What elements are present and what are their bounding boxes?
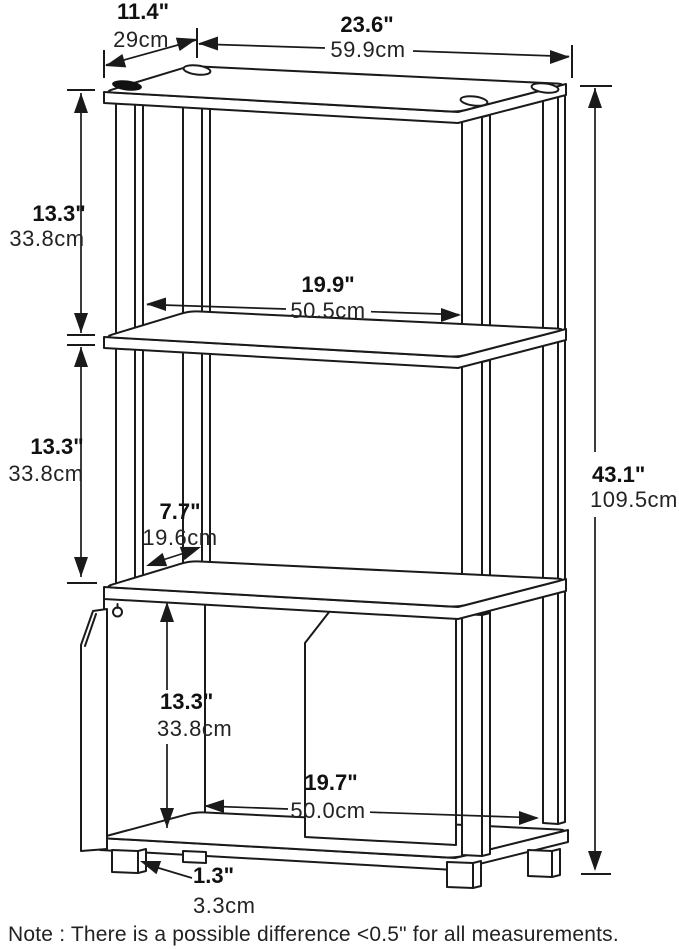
shelf-face xyxy=(107,310,563,358)
foot-front-right-side xyxy=(472,860,482,889)
arrowhead-icon xyxy=(74,347,88,367)
leader-line xyxy=(151,865,193,879)
arrowhead-icon xyxy=(550,50,570,64)
dimension-inner-width: 19.9" 50.5cm xyxy=(146,272,461,323)
dim-label-inches: 19.9" xyxy=(301,272,354,297)
post-back-right xyxy=(542,585,559,825)
dim-label-inches: 43.1" xyxy=(592,462,645,487)
arrowhead-icon xyxy=(588,88,602,108)
dimension-cabinet-width: 19.7" 50.0cm xyxy=(203,770,539,825)
dim-label-inches: 19.7" xyxy=(304,770,357,795)
dim-line xyxy=(198,43,326,49)
arrowhead-icon xyxy=(198,36,218,51)
foot-front-right xyxy=(446,861,474,889)
arrowhead-icon xyxy=(179,546,201,561)
shelf-face xyxy=(107,560,563,608)
dim-label-inches: 1.3" xyxy=(193,863,234,888)
dim-label-cm: 33.8cm xyxy=(8,461,83,486)
dimension-cabinet-height: 13.3" 33.8cm xyxy=(157,602,232,828)
dim-label-cm: 50.0cm xyxy=(290,798,365,823)
foot-back-left xyxy=(182,850,207,864)
feet xyxy=(111,848,561,889)
tier3-posts xyxy=(461,584,566,857)
dim-label-cm: 29cm xyxy=(113,27,169,52)
dimension-top-width: 23.6" 59.9cm xyxy=(198,12,573,78)
post-back-left xyxy=(182,89,203,321)
post-front-left-side xyxy=(134,339,144,596)
dimension-tier1-height: 13.3" 33.8cm xyxy=(9,89,95,336)
dimension-foot-height: 1.3" 3.3cm xyxy=(140,861,255,918)
post-back-right xyxy=(542,91,559,337)
foot-front-left xyxy=(111,849,139,874)
dim-label-cm: 33.8cm xyxy=(9,226,84,251)
arrowhead-icon xyxy=(146,552,168,567)
post-front-left xyxy=(115,340,136,596)
corner-peg xyxy=(112,80,142,91)
dimension-tier2-height: 13.3" 33.8cm xyxy=(8,344,97,584)
tolerance-note: Note : There is a possible difference <0… xyxy=(8,923,619,946)
post-back-right-side xyxy=(557,335,566,587)
foot-back-right-side xyxy=(551,848,561,878)
arrowhead-icon xyxy=(519,811,539,825)
corner-peg xyxy=(182,64,212,76)
dim-label-cm: 50.5cm xyxy=(290,298,365,323)
dim-label-inches: 13.3" xyxy=(32,201,85,226)
arrowhead-icon xyxy=(441,308,461,322)
cabinet-right-door xyxy=(304,597,457,846)
post-back-right-side xyxy=(557,90,566,337)
middle-shelf xyxy=(103,310,567,369)
dim-label-cm: 19.6cm xyxy=(142,525,217,550)
cabinet-left-door xyxy=(80,603,123,852)
top-panel-face xyxy=(107,65,563,113)
dim-label-cm: 3.3cm xyxy=(193,893,255,918)
foot-back-right xyxy=(527,849,553,878)
dim-line xyxy=(369,811,538,819)
dim-label-cm: 59.9cm xyxy=(330,37,405,62)
arrowhead-icon xyxy=(160,808,174,828)
arrowhead-icon xyxy=(146,297,166,311)
arrowhead-icon xyxy=(140,861,162,875)
dim-line xyxy=(412,50,570,58)
corner-peg xyxy=(459,95,489,107)
arrowhead-icon xyxy=(175,37,197,51)
cabinet-top-shelf xyxy=(103,560,567,620)
post-back-left-side xyxy=(201,88,211,321)
door-panel xyxy=(80,608,108,852)
dim-label-inches: 7.7" xyxy=(159,499,200,524)
post-front-left-side xyxy=(134,94,144,346)
post-front-left xyxy=(115,95,136,346)
dim-label-cm: 33.8cm xyxy=(157,716,232,741)
arrowhead-icon xyxy=(160,602,174,622)
door-edge-line xyxy=(84,613,97,647)
dim-label-inches: 13.3" xyxy=(30,434,83,459)
dimension-top-depth: 11.4" 29cm xyxy=(103,0,198,78)
arrowhead-icon xyxy=(74,313,88,333)
dim-line xyxy=(146,303,287,310)
dimension-post-gap: 7.7" 19.6cm xyxy=(142,499,217,567)
post-back-right xyxy=(542,336,559,587)
corner-peg xyxy=(530,82,560,94)
dim-label-inches: 11.4" xyxy=(117,0,169,24)
top-panel xyxy=(103,64,567,124)
arrowhead-icon xyxy=(74,557,88,577)
dim-label-cm: 109.5cm xyxy=(590,487,678,512)
arrowhead-icon xyxy=(74,93,88,113)
dim-label-inches: 13.3" xyxy=(160,689,213,714)
arrowhead-icon xyxy=(105,54,127,68)
dimension-total-height: 43.1" 109.5cm xyxy=(580,85,678,875)
post-front-right-side xyxy=(481,612,491,857)
arrowhead-icon xyxy=(588,851,602,871)
post-back-right-side xyxy=(557,584,566,825)
dim-label-inches: 23.6" xyxy=(340,12,393,37)
post-front-right xyxy=(461,613,483,857)
arrowhead-icon xyxy=(204,799,224,813)
